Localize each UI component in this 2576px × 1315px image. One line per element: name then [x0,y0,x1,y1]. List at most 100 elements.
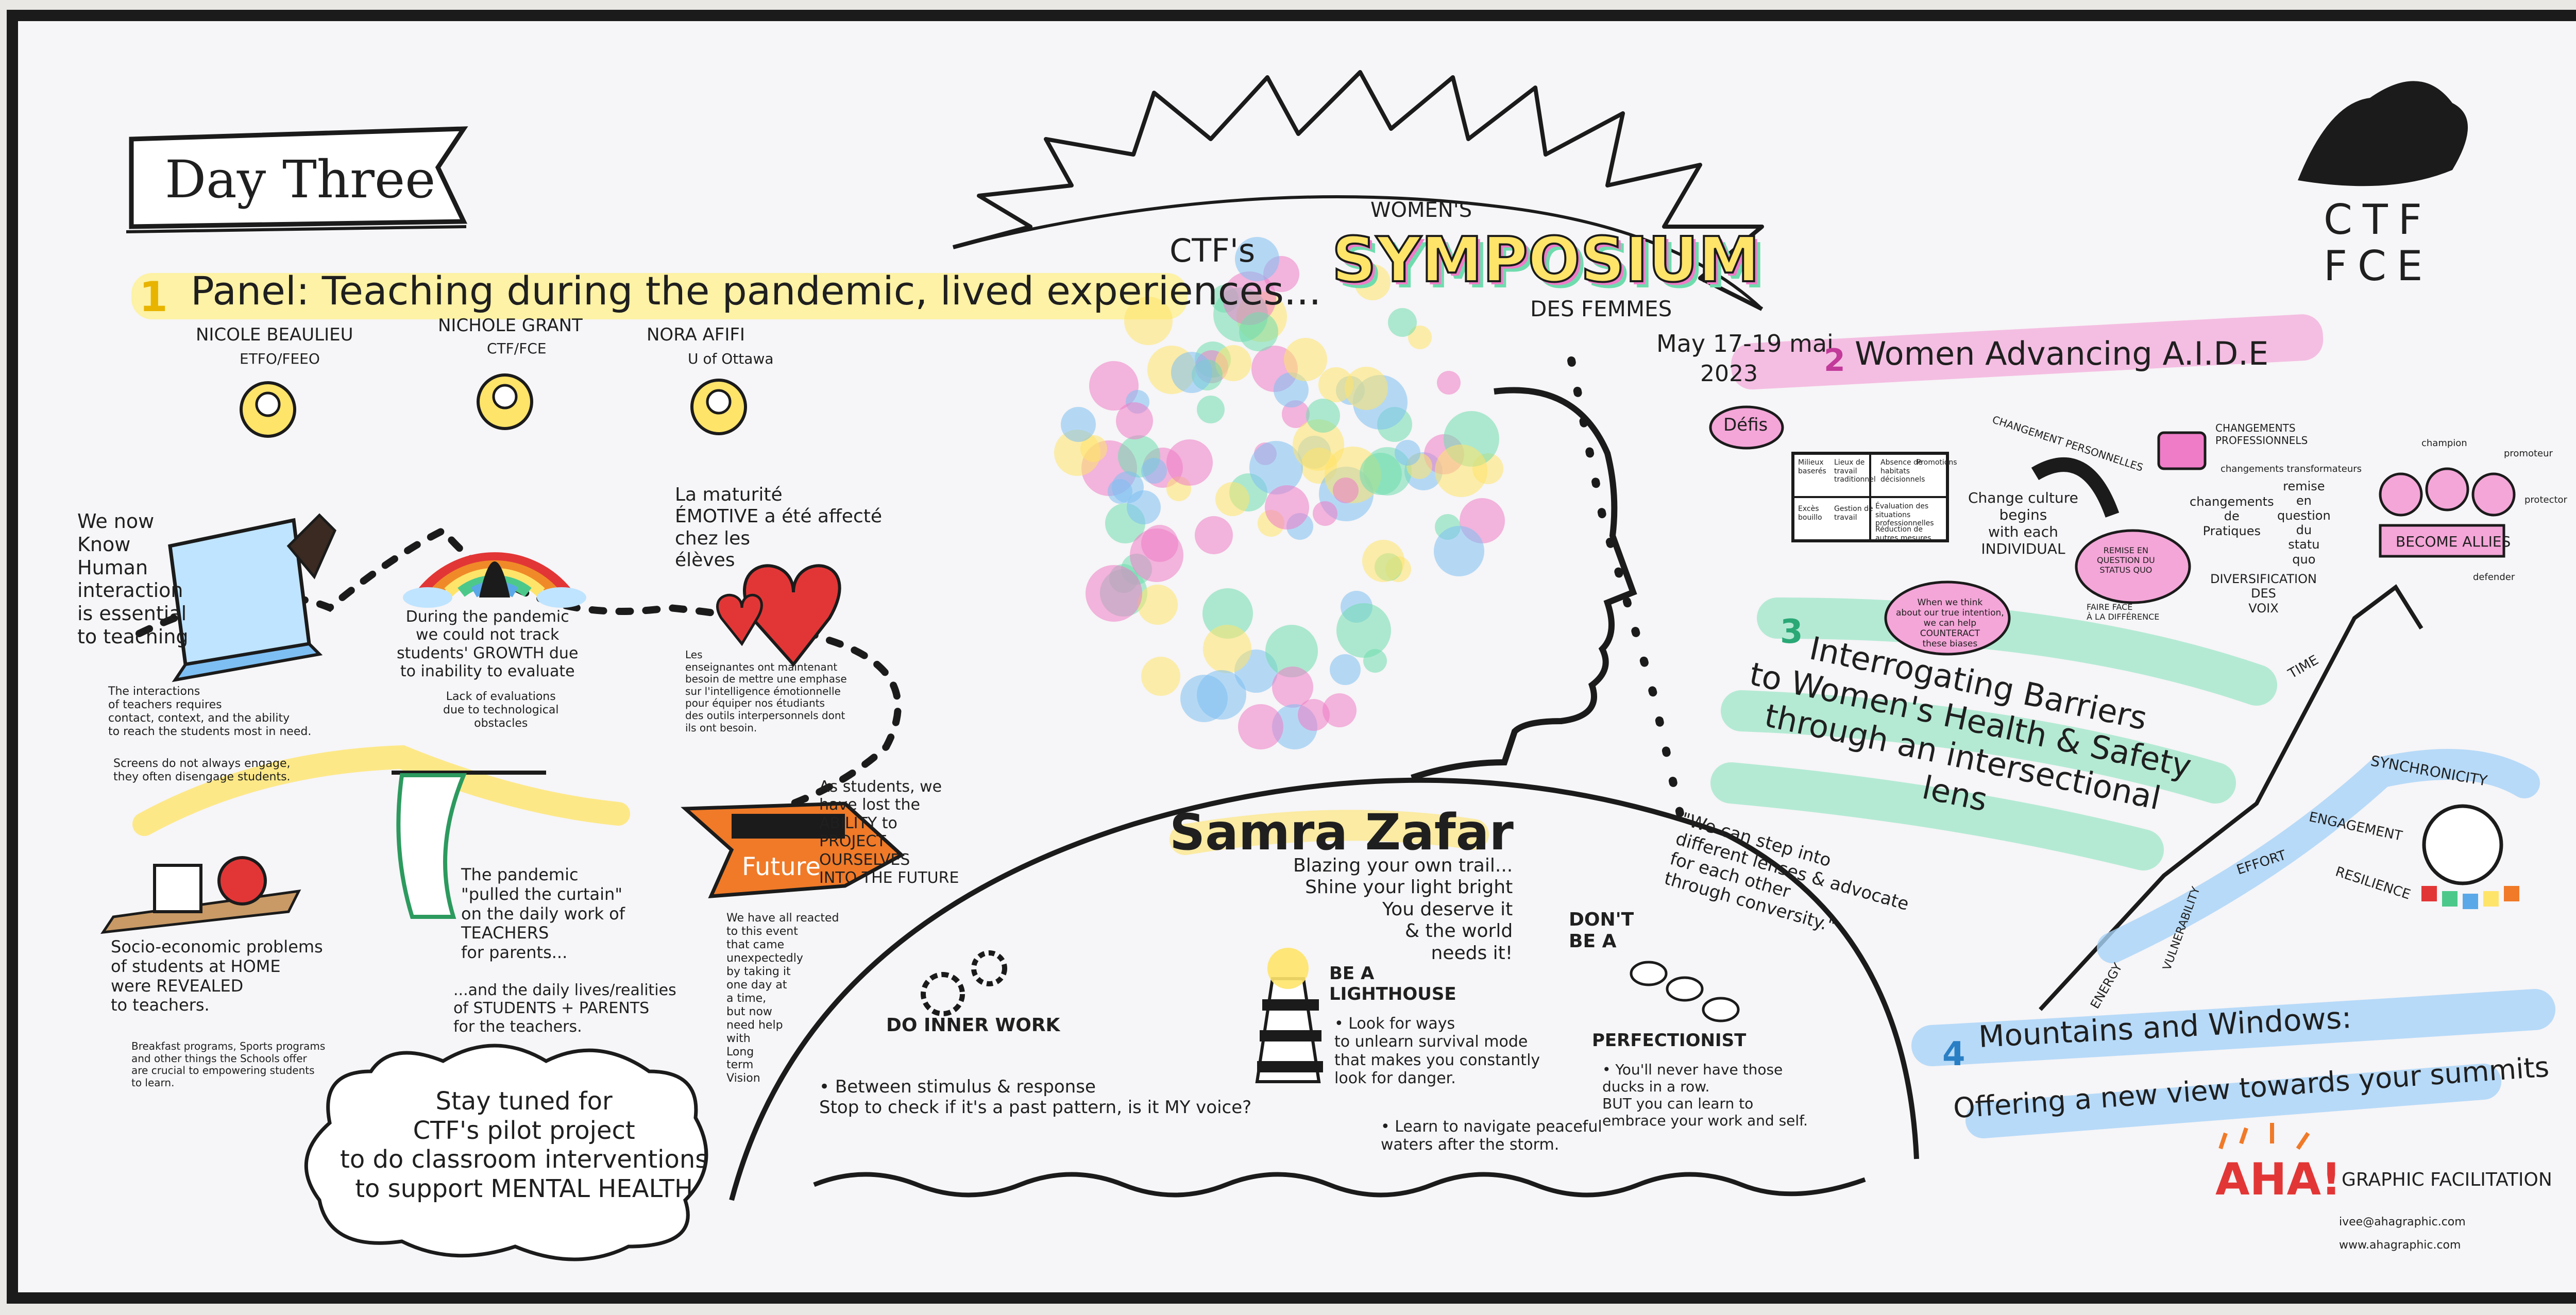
mountains-number: 4 [1942,1035,1965,1073]
day-label: Day Three [165,149,436,210]
mind-dot [1238,704,1283,749]
barriers-highlight-2 [1721,690,2236,804]
ally-person-2 [2425,467,2469,511]
mind-dot [1112,471,1144,503]
mountain-icon [2039,584,2424,1011]
mind-dot [1061,407,1096,442]
mind-dot [1080,435,1107,462]
laptop-base [172,642,323,682]
dotted-path-panel [135,526,902,828]
ctf-logo-text-2: FCE [2324,242,2433,290]
mind-dot [1298,699,1330,731]
day-banner [129,126,468,229]
maturite-emotive: La maturité ÉMOTIVE a été affecté chez l… [675,484,882,571]
mind-dot [1313,501,1337,526]
mind-dot [1265,485,1309,530]
chart-cell-2: Lieux de travail traditionnel [1834,458,1876,484]
mind-dot [1197,396,1225,423]
aide-title: Women Advancing A.I.D.E [1855,335,2269,372]
mind-dot [1171,352,1212,393]
mind-dot [1363,649,1387,673]
inner-work: DO INNER WORK [886,1015,1060,1036]
mind-dot [1089,361,1139,411]
remise-bubble: REMISE EN QUESTION DU STATUS QUO [2097,545,2155,575]
mind-dot [1239,312,1278,351]
chart-cell-1: Milieux baserés [1798,458,1826,475]
mind-dot [1306,399,1340,433]
ally-person-1 [2379,472,2423,517]
mind-dot [1138,585,1178,625]
lack-evaluations: Lack of evaluations due to technological… [443,690,559,730]
aide-chart-grid [1793,453,1947,541]
mind-dot [1435,445,1487,497]
yellow-path [132,745,630,836]
aha-logo: AHA! [2215,1154,2342,1205]
ally-champion: champion [2421,438,2467,449]
mind-dot [1141,458,1167,484]
gear-icon-1 [921,972,965,1016]
mind-dot [1265,625,1318,677]
mind-dot [1197,670,1246,720]
speaker-3-name: NORA AFIFI [647,325,745,345]
think-cloud [1884,580,2011,656]
chart-cell-5: Excès bouillo [1798,505,1822,522]
dotted-divider-right [1567,356,1689,839]
lighthouse-light [1267,948,1309,989]
barriers-number: 3 [1780,613,1803,651]
mind-dot [1318,367,1353,402]
milk-carton-icon [153,864,202,913]
screens-note: Screens do not always engage, they often… [113,757,291,783]
defis-label: Défis [1723,415,1768,435]
graphic-facilitation: GRAPHIC FACILITATION [2342,1169,2552,1190]
ally-protector: protector [2524,494,2567,505]
when-we-think: When we think about our true intention, … [1896,597,2004,650]
mind-dot [1284,338,1327,381]
samra-name: Samra Zafar [1170,804,1514,861]
lighthouse-stripe-3 [1257,1061,1323,1072]
interactions-note: The interactions of teachers requires co… [108,685,312,738]
person-silhouette-icon [479,561,510,597]
mind-dot [1223,271,1276,325]
heart-icon-large [743,564,841,667]
mind-dot [1437,371,1461,395]
footer-web[interactable]: www.ahagraphic.com [2339,1239,2461,1252]
waves-icon [813,1172,1866,1198]
lighthouse-stripe-1 [1262,999,1319,1011]
mind-dot [1141,657,1180,696]
ctf-logo-text-1: CTF [2324,196,2432,244]
aide-title-highlight [1731,314,2324,390]
mind-dot [1130,528,1183,582]
we-now-know: We now Know Human interaction is essenti… [77,510,189,648]
mind-dot [1333,477,1359,503]
mind-dot [1116,402,1153,439]
prayer-flag-4 [2483,891,2499,907]
rainbow-red [418,552,571,596]
mind-dot [1395,440,1420,466]
footer-email[interactable]: ivee@ahagraphic.com [2339,1216,2466,1228]
symposium-sub: DES FEMMES [1530,296,1672,321]
chart-cell-6: Gestion de travail [1834,505,1873,522]
colorful-mind-dots [1054,237,1505,749]
mountain-path [2097,749,2540,963]
dates-line2: 2023 [1700,361,1758,387]
face-2 [492,384,518,409]
symposium-small: WOMEN'S [1370,198,1472,222]
chart-cell-7: Évaluation des situations professionnell… [1875,502,1934,528]
mind-dot [1293,419,1344,471]
barriers-highlight-1 [1757,597,2277,706]
samra-name-highlight [1170,810,1489,855]
be-a-lighthouse: BE A LIGHTHOUSE [1329,963,1456,1005]
mind-dot [1202,588,1253,639]
mind-dot [1354,264,1391,300]
banner-underline [126,225,467,233]
mind-dot [1215,345,1251,381]
socio-economic: Socio-economic problems of students at H… [111,937,323,1015]
chart-cell-4: Promotions [1917,458,1957,467]
transformateurs: changements transformateurs [2221,464,2362,474]
remise-statu-quo: remise en question du statu quo [2277,479,2331,567]
laptop-icon [168,518,311,667]
dont-be-a: DON'T BE A [1569,909,1634,952]
ducks-note: • You'll never have those ducks in a row… [1602,1061,1808,1130]
culture-individual: Change culture begins with each INDIVIDU… [1968,489,2078,558]
future-label: Future [742,852,821,881]
